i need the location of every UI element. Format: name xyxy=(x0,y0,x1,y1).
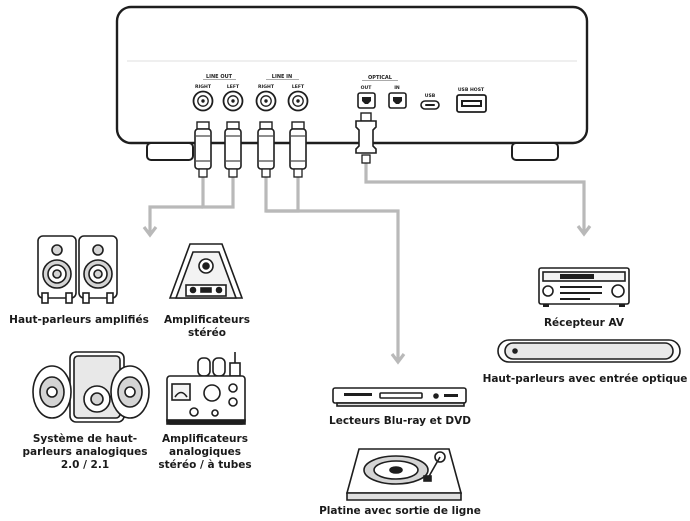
device-rear-panel: LINE OUT LINE IN OPTICAL RIGHT LEFT RIGH… xyxy=(115,5,589,161)
usb-host-label: USB HOST xyxy=(458,87,485,93)
line-out-left-label: LEFT xyxy=(227,84,240,90)
tube-amplifier-icon xyxy=(166,352,246,425)
rca-plug-4 xyxy=(289,121,307,178)
rca-jack-line-out-right xyxy=(192,90,214,112)
line-in-left-label: LEFT xyxy=(292,84,305,90)
cable-line-out xyxy=(201,176,235,209)
optical-plug xyxy=(355,112,377,164)
rca-plug-1 xyxy=(194,121,212,178)
analog-system-label-line1: Système de haut- xyxy=(32,433,138,445)
tube-amps-label-line2: analogiques xyxy=(169,446,241,458)
turntable-label: Platine avec sortie de ligne xyxy=(319,505,481,517)
cable-optical xyxy=(364,162,586,232)
usb-c-port xyxy=(420,100,440,110)
arrow-right-icon xyxy=(576,225,592,237)
rca-jack-line-in-right xyxy=(255,90,277,112)
cables xyxy=(148,162,586,360)
tube-amps-label-line1: Amplificateurs xyxy=(162,433,248,445)
optical-out-label: OUT xyxy=(361,85,373,91)
soundbar-icon xyxy=(497,339,681,363)
powered-speakers-icon xyxy=(37,235,118,304)
optical-in-port xyxy=(388,92,407,109)
tube-amps-label-line3: stéréo / à tubes xyxy=(158,459,252,471)
arrow-left-icon xyxy=(142,226,158,238)
powered-speakers-label: Haut-parleurs amplifiés xyxy=(9,314,149,326)
analog-system-label-line2: parleurs analogiques xyxy=(22,446,148,458)
av-receiver-label: Récepteur AV xyxy=(543,317,625,329)
rca-jack-line-in-left xyxy=(287,90,309,112)
speaker-system-icon xyxy=(32,351,150,423)
optical-out-port xyxy=(357,92,376,109)
arrow-heads xyxy=(142,225,592,365)
line-in-right-label: RIGHT xyxy=(258,84,275,90)
stereo-amps-label-line2: stéréo xyxy=(188,327,226,339)
rca-plug-2 xyxy=(224,121,242,178)
bluray-player-icon xyxy=(332,387,467,407)
arrow-middle-icon xyxy=(390,353,406,365)
analog-system-label-line3: 2.0 / 2.1 xyxy=(60,459,110,471)
device-foot-left xyxy=(146,142,194,161)
usb-host-port xyxy=(456,94,487,113)
optical-speakers-label: Haut-parleurs avec entrée optique xyxy=(482,373,688,385)
line-out-label: LINE OUT xyxy=(206,74,233,80)
stereo-amplifier-icon xyxy=(168,243,244,299)
line-out-right-label: RIGHT xyxy=(195,84,212,90)
av-receiver-icon xyxy=(538,267,630,307)
bluray-label: Lecteurs Blu-ray et DVD xyxy=(329,415,471,427)
stereo-amps-label-line1: Amplificateurs xyxy=(164,314,250,326)
usb-label: USB xyxy=(425,93,436,99)
optical-label: OPTICAL xyxy=(368,75,393,81)
rca-jack-line-out-left xyxy=(222,90,244,112)
turntable-icon xyxy=(345,448,463,501)
rca-plugs xyxy=(194,112,377,178)
cable-line-in xyxy=(264,176,300,213)
device-foot-right xyxy=(511,142,559,161)
optical-in-label: IN xyxy=(394,85,400,91)
line-in-label: LINE IN xyxy=(272,74,292,80)
rca-plug-3 xyxy=(257,121,275,178)
